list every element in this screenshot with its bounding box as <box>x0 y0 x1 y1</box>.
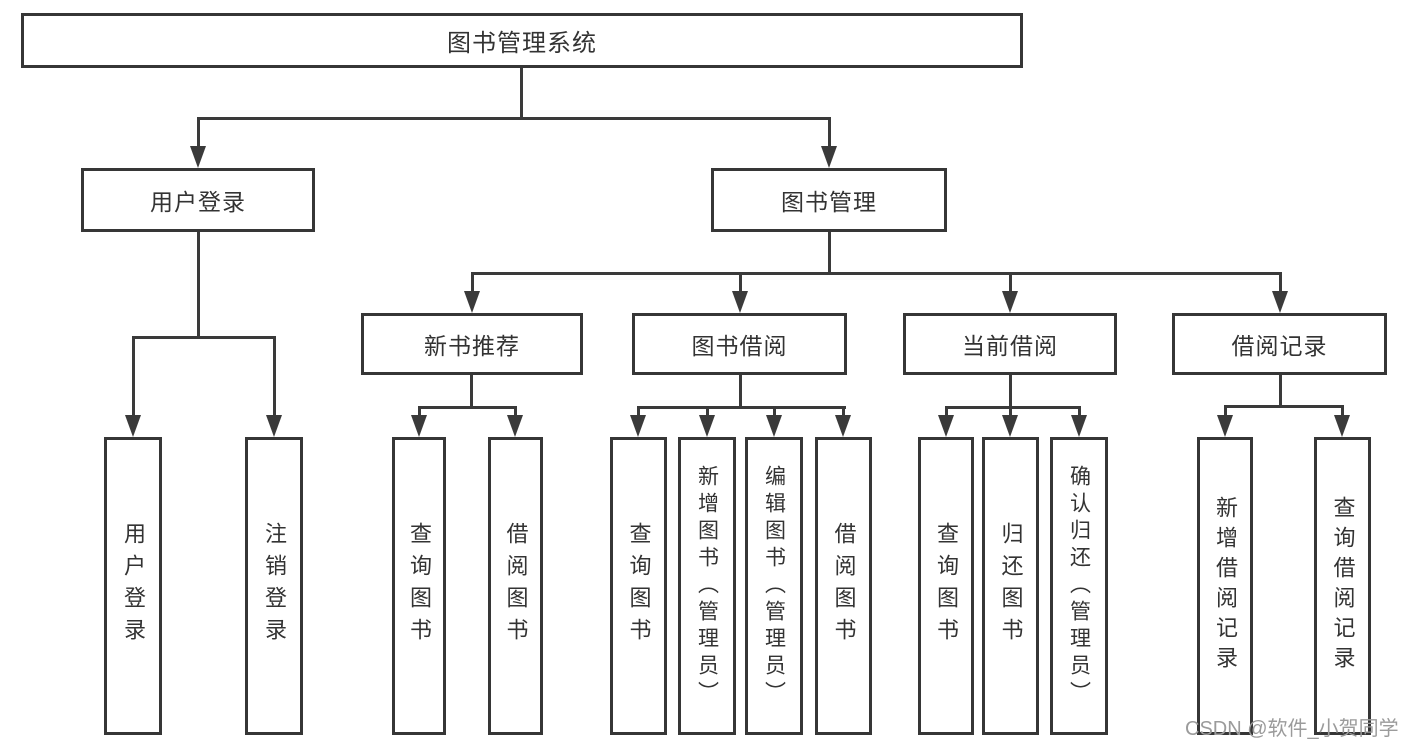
connector-drop <box>1341 405 1344 418</box>
arrowhead-icon <box>699 415 715 437</box>
arrowhead-icon <box>266 415 282 437</box>
connector-book-mgmt-stem <box>828 232 831 272</box>
connector-book-borrow-bus <box>637 406 846 409</box>
connector-drop-current-borrow <box>1009 272 1012 294</box>
node-label: 查询图书 <box>407 522 432 650</box>
connector-drop-new-book <box>471 272 474 294</box>
node-new-book-rec: 新书推荐 <box>361 313 583 375</box>
node-label: 查询借阅记录 <box>1330 496 1356 676</box>
node-label: 图书借阅 <box>691 333 788 359</box>
connector-drop <box>706 406 709 418</box>
connector-drop-leaf-login <box>132 336 135 417</box>
connector-drop <box>637 406 640 418</box>
node-label: 新增图书（管理员） <box>695 464 719 708</box>
node-label: 注销登录 <box>262 522 287 650</box>
arrowhead-icon <box>1272 291 1288 313</box>
node-label: 查询图书 <box>934 522 959 650</box>
arrowhead-icon <box>464 291 480 313</box>
connector-drop <box>418 406 421 418</box>
connector-drop <box>514 406 517 418</box>
connector-drop <box>1009 406 1012 418</box>
node-book-mgmt: 图书管理 <box>711 168 947 232</box>
connector-drop <box>1224 405 1227 418</box>
node-label: 借阅记录 <box>1231 333 1328 359</box>
arrowhead-icon <box>766 415 782 437</box>
connector-user-login-stem <box>197 232 200 336</box>
node-user-login: 用户登录 <box>81 168 315 232</box>
arrowhead-icon <box>821 146 837 168</box>
leaf-user-login: 用户登录 <box>104 437 162 735</box>
node-root-system: 图书管理系统 <box>21 13 1023 68</box>
node-borrow-record: 借阅记录 <box>1172 313 1387 375</box>
node-label: 用户登录 <box>121 522 146 650</box>
leaf-add-books-admin: 新增图书（管理员） <box>678 437 736 735</box>
leaf-add-borrow-record: 新增借阅记录 <box>1197 437 1253 735</box>
connector-borrow-record-stem <box>1279 375 1282 406</box>
leaf-confirm-return-admin: 确认归还（管理员） <box>1050 437 1108 735</box>
node-label: 借阅图书 <box>503 522 529 650</box>
node-label: 用户登录 <box>150 189 246 215</box>
connector-drop-book-borrow <box>739 272 742 294</box>
arrowhead-icon <box>1217 415 1233 437</box>
leaf-borrow-books: 借阅图书 <box>815 437 872 735</box>
connector-user-login-bus <box>132 336 276 339</box>
arrowhead-icon <box>1334 415 1350 437</box>
leaf-query-borrow-record: 查询借阅记录 <box>1314 437 1371 735</box>
arrowhead-icon <box>125 415 141 437</box>
node-label: 借阅图书 <box>831 522 857 650</box>
connector-drop-leaf-logout <box>273 336 276 417</box>
connector-drop-user-login <box>197 117 200 150</box>
node-label: 图书管理系统 <box>447 30 597 57</box>
connector-current-borrow-bus <box>945 406 1081 409</box>
connector-book-borrow-stem <box>739 375 742 406</box>
node-label: 新书推荐 <box>424 333 520 359</box>
node-label: 新增借阅记录 <box>1213 496 1238 676</box>
connector-root-bus <box>197 117 831 120</box>
leaf-rec-query-books: 查询图书 <box>392 437 446 735</box>
arrowhead-icon <box>732 291 748 313</box>
node-label: 编辑图书（管理员） <box>762 464 786 708</box>
connector-root-stem <box>520 68 523 117</box>
connector-new-book-stem <box>470 375 473 406</box>
arrowhead-icon <box>630 415 646 437</box>
arrowhead-icon <box>938 415 954 437</box>
arrowhead-icon <box>1002 291 1018 313</box>
leaf-rec-borrow-books: 借阅图书 <box>488 437 543 735</box>
node-book-borrow: 图书借阅 <box>632 313 847 375</box>
arrowhead-icon <box>507 415 523 437</box>
connector-drop <box>773 406 776 418</box>
node-label: 确认归还（管理员） <box>1067 464 1091 708</box>
connector-book-mgmt-bus <box>471 272 1281 275</box>
arrowhead-icon <box>1071 415 1087 437</box>
leaf-edit-books-admin: 编辑图书（管理员） <box>745 437 803 735</box>
connector-new-book-bus <box>418 406 517 409</box>
connector-current-borrow-stem <box>1009 375 1012 406</box>
arrowhead-icon <box>190 146 206 168</box>
node-label: 归还图书 <box>998 522 1024 650</box>
node-label: 图书管理 <box>781 189 877 215</box>
leaf-return-books: 归还图书 <box>982 437 1039 735</box>
arrowhead-icon <box>835 415 851 437</box>
connector-borrow-record-bus <box>1224 405 1344 408</box>
connector-drop <box>945 406 948 418</box>
connector-drop-borrow-record <box>1279 272 1282 294</box>
node-label: 当前借阅 <box>962 333 1058 359</box>
leaf-logout: 注销登录 <box>245 437 303 735</box>
csdn-watermark: CSDN @软件_小贺同学 <box>1185 718 1399 740</box>
connector-drop <box>1078 406 1081 418</box>
arrowhead-icon <box>1002 415 1018 437</box>
arrowhead-icon <box>411 415 427 437</box>
leaf-current-query-books: 查询图书 <box>918 437 974 735</box>
leaf-borrow-query-books: 查询图书 <box>610 437 667 735</box>
node-label: 查询图书 <box>626 522 652 650</box>
node-current-borrow: 当前借阅 <box>903 313 1117 375</box>
connector-drop <box>842 406 845 418</box>
connector-drop-book-mgmt <box>828 117 831 150</box>
